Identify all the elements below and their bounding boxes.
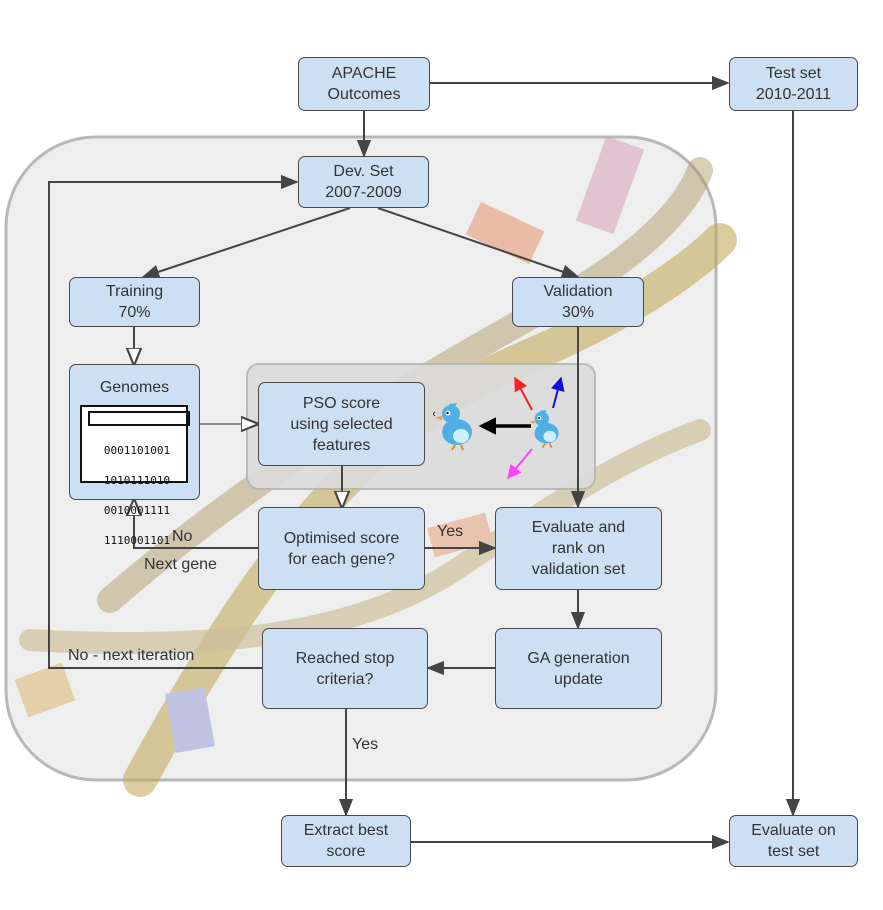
- edge-dev-training: [141, 207, 351, 279]
- particle-arrow-magenta: [507, 448, 533, 480]
- genomes-title: Genomes: [99, 379, 170, 396]
- genome-row: 1110001101: [103, 534, 171, 547]
- node-ga-generation-update: GA generation update: [495, 628, 662, 709]
- genome-row: 1010111010: [103, 474, 171, 487]
- label-no-next-iteration: No - next iteration: [68, 647, 195, 664]
- node-evaluate-test-set: Evaluate on test set: [729, 815, 858, 867]
- node-apache-outcomes: APACHE Outcomes: [298, 57, 430, 111]
- label-yes-optimised: Yes: [437, 523, 464, 540]
- node-stop-criteria: Reached stop criteria?: [262, 628, 428, 709]
- genome-bitstrings: 0001101001 1010111010 0010001111 1110001…: [80, 405, 190, 547]
- node-validation: Validation 30%: [512, 277, 644, 327]
- label-next-gene: Next gene: [144, 556, 217, 573]
- edge-stop-no-iteration: [48, 174, 299, 669]
- particle-arrow-blue: [550, 376, 565, 409]
- node-training: Training 70%: [69, 277, 200, 327]
- label-no: No: [172, 528, 193, 545]
- node-optimised-score: Optimised score for each gene?: [258, 507, 425, 590]
- edge-dev-validation: [377, 207, 580, 279]
- node-evaluate-rank: Evaluate and rank on validation set: [495, 507, 662, 590]
- particle-arrow-red: [514, 376, 533, 411]
- genome-row: 0010001111: [103, 504, 171, 517]
- node-extract-best-score: Extract best score: [281, 815, 411, 867]
- node-test-set: Test set 2010-2011: [729, 57, 858, 111]
- bird-icon: [529, 410, 559, 449]
- genome-row: 0001101001: [103, 444, 171, 457]
- edge-optimised-no: [134, 500, 258, 549]
- node-pso-score: PSO score using selected features: [258, 382, 425, 466]
- node-dev-set: Dev. Set 2007-2009: [298, 156, 429, 208]
- selected-genome-highlight: [88, 411, 190, 426]
- bird-icon: [433, 403, 472, 451]
- node-genomes: Genomes 0001101001 1010111010 0010001111…: [69, 364, 200, 547]
- label-yes-stop: Yes: [352, 736, 379, 753]
